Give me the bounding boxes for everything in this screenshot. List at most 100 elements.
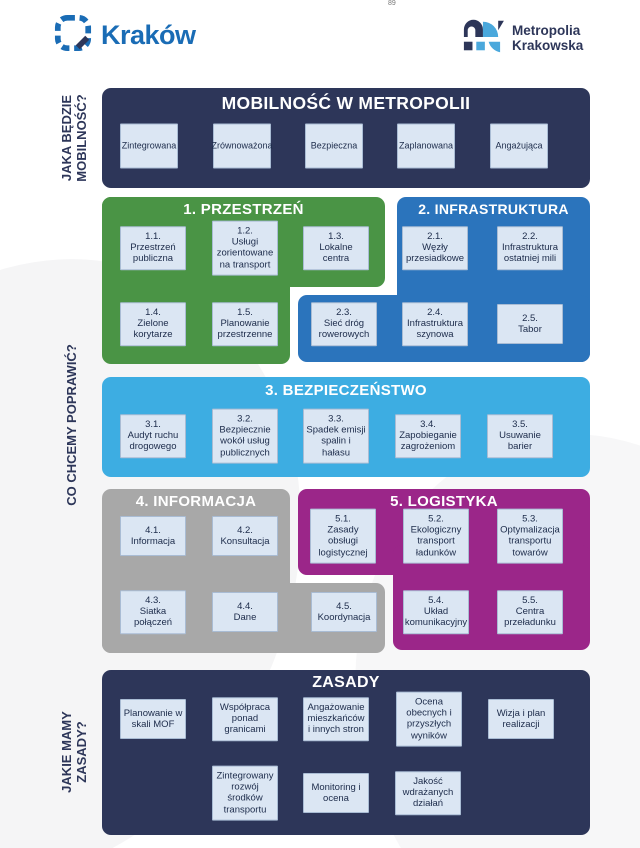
side-label-line: CO CHCEMY POPRAWIĆ?	[64, 344, 79, 506]
zasady-item-wizja-plan: Wizja i plan realizacji	[488, 699, 554, 739]
krakow-logo-text: Kraków	[101, 20, 196, 50]
cell-5-3: 5.3. Optymalizacja transportu towarów	[497, 508, 563, 564]
cell-4-5: 4.5. Koordynacja	[311, 592, 377, 632]
cell-number: 4.2.	[237, 524, 253, 536]
cell-number: 3.4.	[420, 419, 436, 431]
cell-5-4: 5.4. Układ komunikacyjny	[403, 590, 469, 634]
cell-number: 5.3.	[522, 513, 538, 525]
cell-label: Układ komunikacyjny	[404, 606, 468, 629]
cell-3-2: 3.2. Bezpiecznie wokół usług publicznych	[212, 408, 278, 464]
cell-number: 4.1.	[145, 524, 161, 536]
cell-label: Usuwanie barier	[499, 430, 541, 453]
zasady-item-angazowanie: Angażowanie mieszkańców i innych stron	[303, 697, 369, 741]
cell-label: Lokalne centra	[319, 242, 353, 265]
cell-label: Węzły przesiadkowe	[405, 242, 465, 265]
cell-number: 3.1.	[145, 419, 161, 431]
cell-label: Audyt ruchu drogowego	[127, 430, 179, 453]
cell-label: Dane	[233, 612, 257, 623]
title-logistyka: 5. LOGISTYKA	[390, 493, 498, 510]
cell-number: 1.3.	[328, 231, 344, 243]
metropolia-logo-line1: Metropolia	[512, 22, 581, 38]
mobility-item-zintegrowana: Zintegrowana	[120, 123, 178, 169]
cell-1-2: 1.2. Usługi zorientowane na transport	[212, 220, 278, 276]
krakow-logo-icon	[54, 14, 92, 57]
title-mobilnosc: MOBILNOŚĆ W METROPOLII	[221, 93, 471, 113]
cell-number: 5.2.	[428, 513, 444, 525]
zasady-item-zintegrowany-rozwoj: Zintegrowany rozwój środków transportu	[212, 765, 278, 821]
cell-4-4: 4.4. Dane	[212, 592, 278, 632]
cell-label: Sieć dróg rowerowych	[318, 318, 370, 341]
cell-2-2: 2.2. Infrastruktura ostatniej mili	[497, 226, 563, 270]
mobility-item-angazujaca: Angażująca	[490, 123, 548, 169]
cell-label: Spadek emisji spalin i hałasu	[306, 424, 366, 459]
cell-3-1: 3.1. Audyt ruchu drogowego	[120, 414, 186, 458]
title-informacja: 4. INFORMACJA	[135, 493, 257, 510]
krakow-logo: Kraków	[54, 14, 196, 57]
cell-label: Ekologiczny transport ładunków	[410, 524, 462, 559]
cell-2-5: 2.5. Tabor	[497, 304, 563, 344]
cell-number: 1.1.	[145, 231, 161, 243]
cell-number: 3.2.	[237, 413, 253, 425]
cell-label: Siatka połączeń	[133, 606, 173, 629]
zasady-item-ocena-wynikow: Ocena obecnych i przyszłych wyników	[396, 691, 462, 747]
cell-1-5: 1.5. Planowanie przestrzenne	[212, 302, 278, 346]
zasady-item-wspolpraca: Współpraca ponad granicami	[212, 697, 278, 741]
side-label-line: ZASADY?	[73, 721, 89, 783]
cell-number: 5.5.	[522, 595, 538, 607]
cell-4-1: 4.1. Informacja	[120, 516, 186, 556]
cell-label: Koordynacja	[317, 612, 371, 623]
cell-label: Optymalizacja transportu towarów	[500, 524, 560, 559]
title-przestrzen: 1. PRZESTRZEŃ	[183, 201, 304, 218]
cell-number: 4.3.	[145, 595, 161, 607]
cell-1-3: 1.3. Lokalne centra	[303, 226, 369, 270]
zasady-item-monitoring: Monitoring i ocena	[303, 773, 369, 813]
metropolia-krakowska-logo: Metropolia Krakowska	[460, 16, 583, 61]
page-number: 89	[388, 0, 396, 7]
cell-label: Zapobieganie zagrożeniom	[399, 430, 457, 453]
cell-number: 2.1.	[427, 231, 443, 243]
mobility-item-zaplanowana: Zaplanowana	[397, 123, 455, 169]
side-label-line: MOBILNOŚĆ?	[73, 94, 89, 182]
cell-2-4: 2.4. Infrastruktura szynowa	[402, 302, 468, 346]
cell-number: 5.1.	[335, 513, 351, 525]
cell-label: Zielone korytarze	[133, 318, 173, 341]
cell-5-1: 5.1. Zasady obsługi logistycznej	[310, 508, 376, 564]
mobility-item-bezpieczna: Bezpieczna	[305, 123, 363, 169]
cell-number: 2.5.	[522, 312, 538, 324]
metropolia-logo-icon	[460, 16, 504, 61]
cell-2-1: 2.1. Węzły przesiadkowe	[402, 226, 468, 270]
title-zasady: ZASADY	[312, 674, 380, 691]
cell-3-5: 3.5. Usuwanie barier	[487, 414, 553, 458]
title-infrastruktura: 2. INFRASTRUKTURA	[418, 201, 569, 217]
zasady-item-jakosc: Jakość wdrażanych działań	[395, 771, 461, 815]
cell-label: Planowanie przestrzenne	[217, 318, 273, 341]
cell-label: Infrastruktura szynowa	[407, 318, 463, 341]
cell-4-2: 4.2. Konsultacja	[212, 516, 278, 556]
cell-number: 2.2.	[522, 231, 538, 243]
cell-label: Infrastruktura ostatniej mili	[502, 242, 558, 265]
mobility-item-zrownowazona: Zrównoważona	[211, 123, 273, 169]
cell-number: 1.2.	[237, 225, 253, 237]
metropolia-logo-line2: Krakowska	[512, 37, 584, 53]
cell-5-5: 5.5. Centra przeładunku	[497, 590, 563, 634]
cell-number: 1.5.	[237, 307, 253, 319]
cell-label: Bezpiecznie wokół usług publicznych	[219, 424, 271, 459]
cell-label: Usługi zorientowane na transport	[216, 236, 274, 271]
metropolia-logo-text: Metropolia Krakowska	[512, 22, 584, 54]
cell-3-3: 3.3. Spadek emisji spalin i hałasu	[303, 408, 369, 464]
side-label-line: JAKIE MAMY	[59, 711, 74, 793]
cell-label: Tabor	[518, 324, 542, 335]
cell-number: 2.3.	[336, 307, 352, 319]
side-label-line: JAKA BĘDZIE	[59, 94, 74, 182]
cell-1-1: 1.1. Przestrzeń publiczna	[120, 226, 186, 270]
side-label-co-chcemy-poprawic: CO CHCEMY POPRAWIĆ?	[64, 339, 83, 511]
cell-number: 2.4.	[427, 307, 443, 319]
cell-label: Centra przeładunku	[504, 606, 556, 629]
cell-2-3: 2.3. Sieć dróg rowerowych	[311, 302, 377, 346]
cell-number: 3.3.	[328, 413, 344, 425]
cell-number: 4.5.	[336, 600, 352, 612]
cell-number: 3.5.	[512, 419, 528, 431]
cell-label: Zasady obsługi logistycznej	[318, 524, 368, 559]
cell-number: 5.4.	[428, 595, 444, 607]
